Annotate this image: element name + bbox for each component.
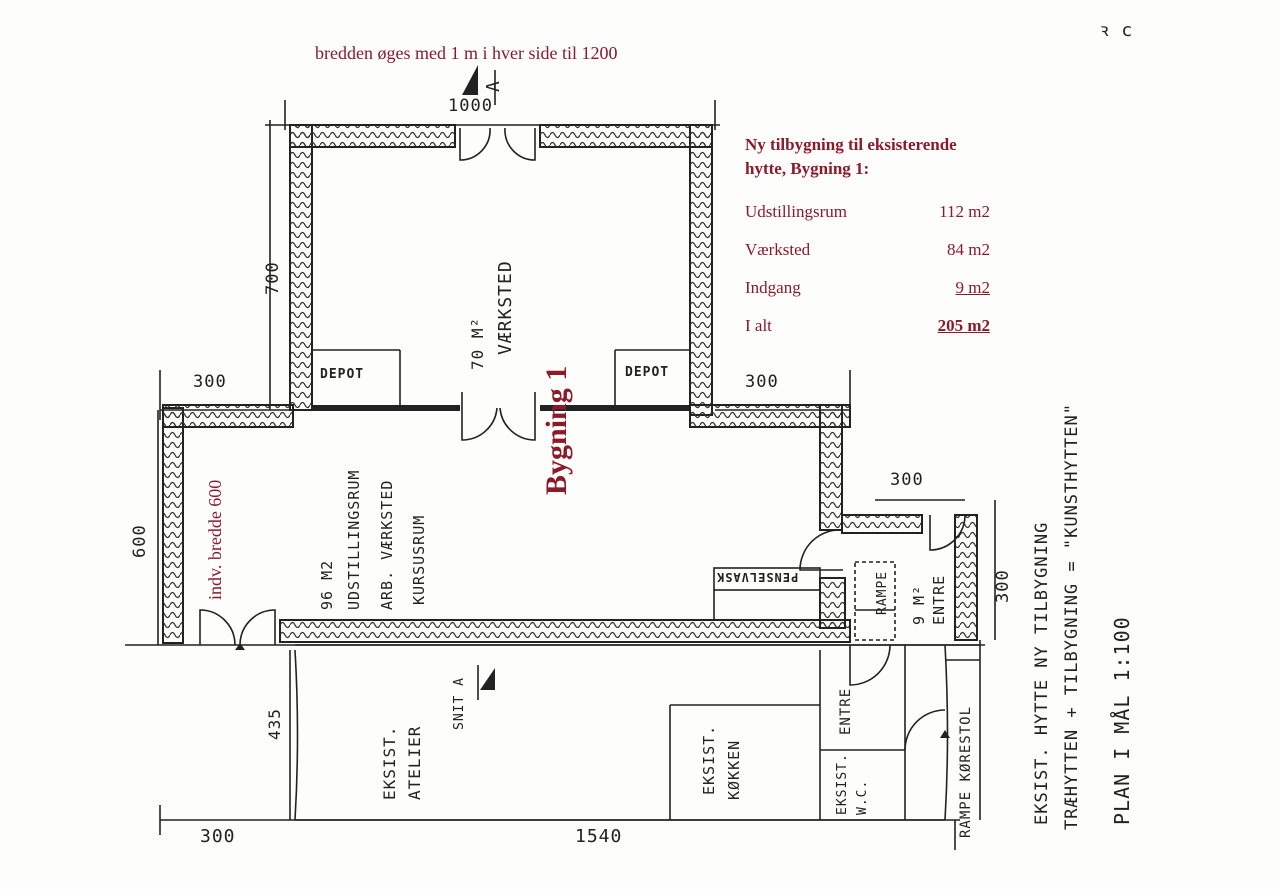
room-workshop-name: VÆRKSTED xyxy=(495,260,516,355)
room-main-line3: KURSUSRUM xyxy=(410,514,428,605)
section-marker-top: A xyxy=(483,80,504,92)
legend-line2: TRÆHYTTEN + TILBYGNING = "KUNSTHYTTEN" xyxy=(1062,403,1082,830)
legend-line1: EKSIST. HYTTE NY TILBYGNING xyxy=(1032,521,1052,825)
dim-workshop-depth: 700 xyxy=(263,261,283,295)
area-table-title-2: hytte, Bygning 1: xyxy=(745,159,870,178)
area-table-title-1: Ny tilbygning til eksisterende xyxy=(745,135,957,154)
section-arrows xyxy=(235,65,950,738)
room-main-line1: UDSTILLINGSRUM xyxy=(345,469,363,610)
dim-top-width: 1000 xyxy=(448,96,493,116)
area-row-name: I alt xyxy=(745,316,772,335)
area-row: Udstillingsrum 112 m2 xyxy=(745,193,990,231)
inner-width-note: indv. bredde 600 xyxy=(205,479,225,600)
section-marker-mid: SNIT A xyxy=(452,677,467,730)
area-row-total-value: 205 m2 xyxy=(937,316,990,335)
dim-entry-depth: 300 xyxy=(993,569,1013,603)
walls xyxy=(162,124,978,644)
legend-line3: PLAN I MÅL 1:100 xyxy=(1110,616,1134,825)
room-main-line2: ARB. VÆRKSTED xyxy=(378,479,396,610)
room-main-area: 96 M2 xyxy=(318,559,336,610)
room-existing-wc-1: EKSIST. xyxy=(835,753,850,815)
thin-lines xyxy=(125,70,996,850)
building-label: Bygning 1 xyxy=(540,365,573,495)
dim-bottom-left: 300 xyxy=(200,826,236,847)
area-table: Ny tilbygning til eksisterende hytte, By… xyxy=(745,133,1005,345)
room-brush-sink: PENSELVASK xyxy=(716,570,799,584)
room-wheelchair-ramp: RAMPE KØRESTOL xyxy=(958,705,974,838)
dim-entry-width: 300 xyxy=(890,470,924,490)
area-row-name: Værksted xyxy=(745,240,811,259)
dim-right-offset: 300 xyxy=(745,372,779,392)
dim-left-offset: 300 xyxy=(193,372,227,392)
area-row: Indgang 9 m2 xyxy=(745,269,990,307)
room-ramp: RAMPE xyxy=(875,570,890,615)
room-existing-atelier-2: ATELIER xyxy=(405,725,424,800)
room-existing-entry: ENTRE xyxy=(838,687,854,735)
room-existing-atelier-1: EKSIST. xyxy=(380,725,399,800)
area-row-value: 9 m2 xyxy=(955,278,990,297)
room-entry-area: 9 M² xyxy=(910,584,928,625)
width-note: bredden øges med 1 m i hver side til 120… xyxy=(315,43,618,63)
area-row-name: Udstillingsrum xyxy=(745,202,848,221)
dim-lower-depth: 600 xyxy=(130,524,150,558)
area-row-total: I alt 205 m2 xyxy=(745,307,990,345)
room-existing-wc-2: W.C. xyxy=(855,779,870,815)
corner-mark: ꝛ c xyxy=(1100,20,1134,41)
dim-bottom-length: 1540 xyxy=(575,826,623,847)
area-row-name: Indgang xyxy=(745,278,801,297)
dim-existing-depth: 435 xyxy=(265,708,284,740)
area-row-value: 112 m2 xyxy=(939,202,990,221)
room-entry-name: ENTRE xyxy=(930,574,948,625)
room-existing-kitchen-2: KØKKEN xyxy=(725,739,743,800)
room-depot-right: DEPOT xyxy=(625,365,670,380)
room-existing-kitchen-1: EKSIST. xyxy=(700,724,718,795)
room-workshop-area: 70 M² xyxy=(468,316,487,370)
area-row-value: 84 m2 xyxy=(947,240,990,259)
room-depot-left: DEPOT xyxy=(320,367,365,382)
area-row: Værksted 84 m2 xyxy=(745,231,990,269)
